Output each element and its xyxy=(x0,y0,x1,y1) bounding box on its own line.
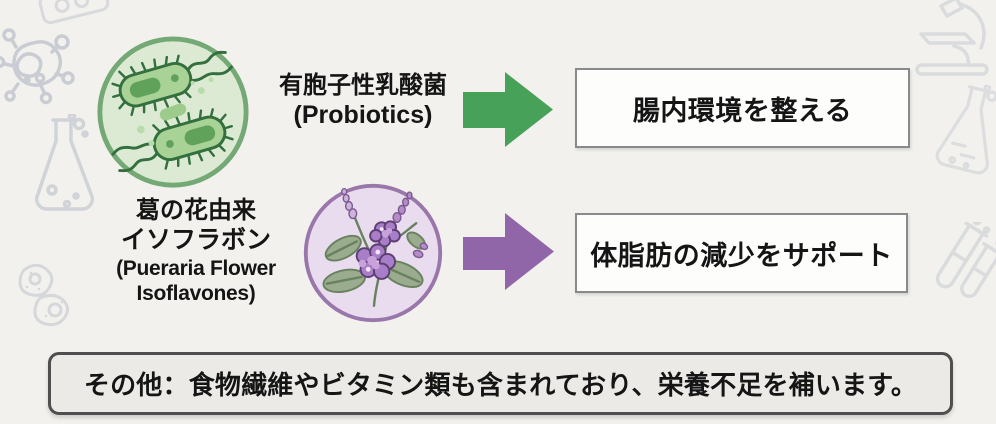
block-arrow-right-icon xyxy=(463,72,553,147)
microscope-slide-icon xyxy=(38,0,110,25)
footer-note-box: その他：食物繊維やビタミン類も含まれており、栄養不足を補います。 xyxy=(48,352,953,415)
ingredient-name-jp-line2: イソフラボン xyxy=(120,226,271,255)
erlenmeyer-flask-icon xyxy=(935,84,996,175)
effect-text: 腸内環境を整える xyxy=(632,95,853,126)
footer-note-text: その他：食物繊維やビタミン類も含まれており、栄養不足を補います。 xyxy=(83,370,918,400)
block-arrow-right-icon xyxy=(463,213,554,290)
bacteria-icon xyxy=(97,36,249,188)
virus-icon xyxy=(0,28,75,105)
effect-text: 体脂肪の減少をサポート xyxy=(590,240,893,271)
ingredient-name-jp-line1: 葛の花由来 xyxy=(136,197,256,224)
kudzu-flower-icon xyxy=(303,183,443,323)
ingredient-name-en-line2: Isoflavones) xyxy=(136,282,256,306)
effect-box-intestinal: 腸内環境を整える xyxy=(575,68,910,148)
microscope-icon xyxy=(915,0,989,76)
test-tubes-icon xyxy=(935,222,996,298)
ingredient-name-isoflavones: 葛の花由来 イソフラボン (Pueraria Flower Isoflavone… xyxy=(90,196,302,307)
ingredient-name-probiotics: 有胞子性乳酸菌 (Probiotics) xyxy=(258,71,468,131)
effect-box-body-fat: 体脂肪の減少をサポート xyxy=(575,213,908,293)
ingredient-name-en: (Probiotics) xyxy=(293,101,433,130)
ingredient-name-jp: 有胞子性乳酸菌 xyxy=(279,72,447,99)
cell-cluster-icon xyxy=(18,263,70,327)
ingredient-name-en-line1: (Pueraria Flower xyxy=(116,256,276,280)
